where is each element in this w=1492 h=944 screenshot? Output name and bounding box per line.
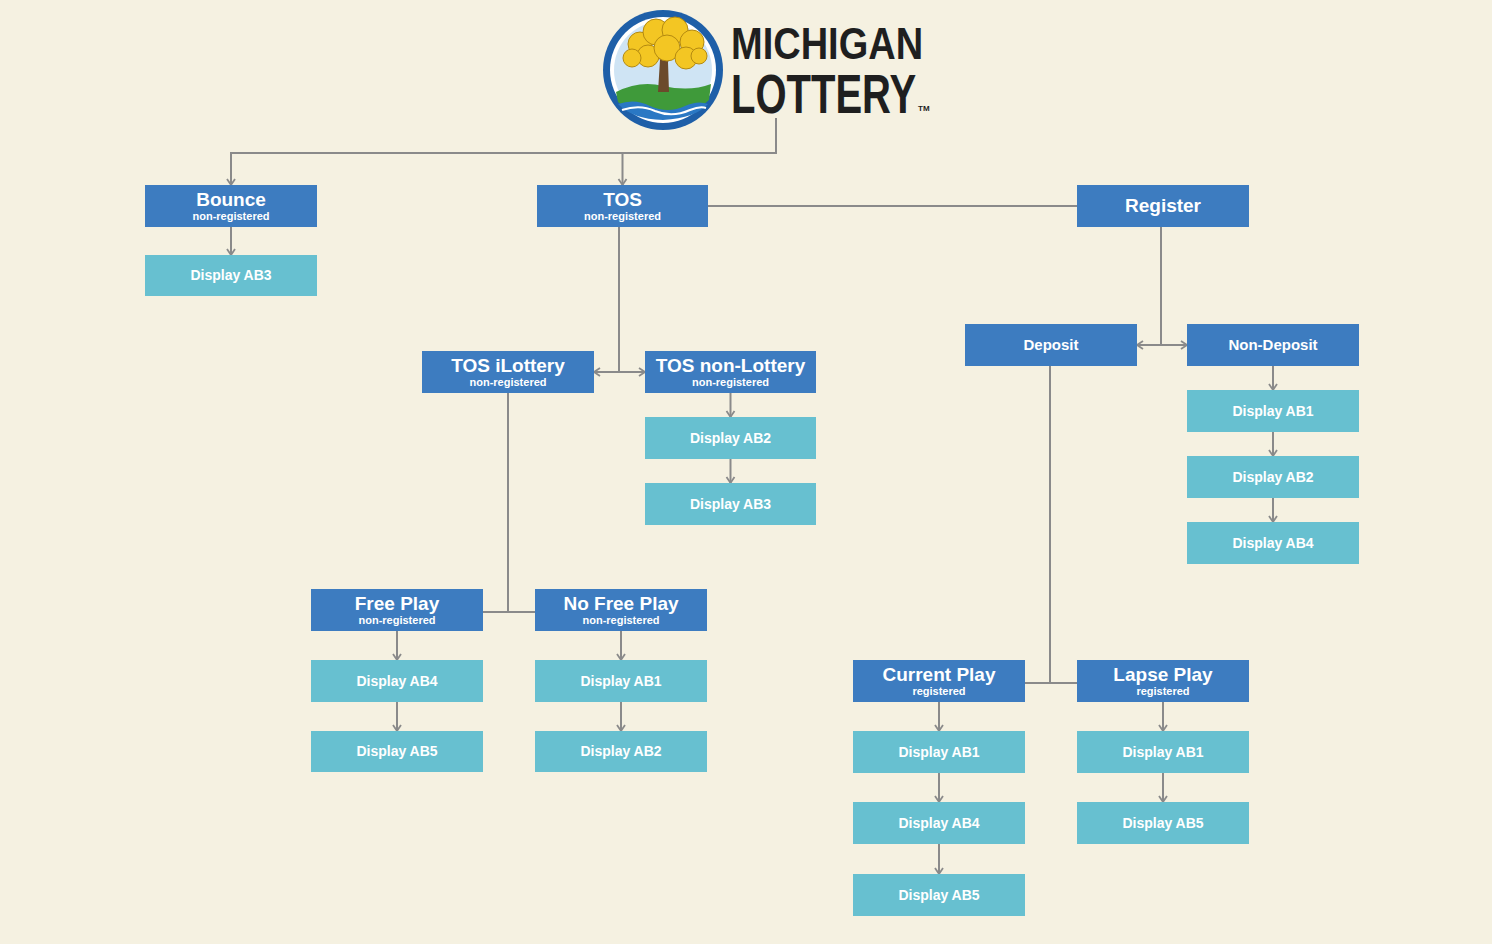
node-title: Display AB4 [898,816,979,831]
display-box: Display AB1 [1077,731,1249,773]
connector [594,227,619,372]
display-box: Display AB2 [645,417,816,459]
connector [483,393,508,612]
node-title: TOS iLottery [451,356,565,376]
process-box: Bouncenon-registered [145,185,317,227]
node-title: Non-Deposit [1228,337,1317,353]
node-title: Display AB4 [356,674,437,689]
node-title: Display AB3 [690,497,771,512]
node-title: Display AB5 [356,744,437,759]
connector [508,393,535,612]
process-box: Current Playregistered [853,660,1025,702]
node-subtitle: non-registered [584,211,661,223]
emblem-foliage [623,17,707,69]
node-title: TOS [603,190,642,210]
emblem-sky [614,21,712,119]
connector [1137,227,1161,345]
node-title: No Free Play [563,594,678,614]
emblem-inner [610,17,716,123]
process-box: Deposit [965,324,1137,366]
emblem-water [618,101,708,120]
display-box: Display AB4 [853,802,1025,844]
node-title: Lapse Play [1113,665,1212,685]
node-title: Display AB1 [898,745,979,760]
node-subtitle: non-registered [692,377,769,389]
connector [938,702,940,731]
display-box: Display AB1 [1187,390,1359,432]
connector [1161,227,1187,345]
connector [1272,432,1274,456]
node-title: MICHIGAN [731,22,923,66]
node-title: Free Play [355,594,440,614]
node-title: Display AB1 [1122,745,1203,760]
display-box: Display AB5 [853,874,1025,916]
node-subtitle: registered [912,686,965,698]
display-box: Display AB2 [1187,456,1359,498]
connector [1162,773,1164,802]
process-box: TOSnon-registered [537,185,708,227]
connector [620,631,622,660]
connector [730,459,732,483]
connector [230,227,232,255]
emblem-ring [603,10,723,130]
node-title: Display AB1 [580,674,661,689]
node-title: Register [1125,196,1201,216]
display-box: Display AB4 [1187,522,1359,564]
connector [619,227,645,372]
node-title: Display AB3 [190,268,271,283]
connector [623,118,777,185]
connector [708,205,1077,207]
node-subtitle: registered [1136,686,1189,698]
node-title: Display AB2 [690,431,771,446]
node-subtitle: non-registered [358,615,435,627]
node-title: Deposit [1023,337,1078,353]
process-box: TOS iLotterynon-registered [422,351,594,393]
connector [938,773,940,802]
process-box: Non-Deposit [1187,324,1359,366]
connector [730,393,732,417]
display-box: Display AB1 [853,731,1025,773]
node-title: Display AB5 [1122,816,1203,831]
process-box: No Free Playnon-registered [535,589,707,631]
process-box: Lapse Playregistered [1077,660,1249,702]
display-box: Display AB2 [535,731,707,772]
node-subtitle: non-registered [469,377,546,389]
emblem-wave [622,107,706,114]
process-box: TOS non-Lotterynon-registered [645,351,816,393]
connector [1025,366,1050,683]
display-box: Display AB3 [645,483,816,525]
connector [1272,498,1274,522]
connector [231,118,776,185]
node-title: Display AB2 [1232,470,1313,485]
display-box: Display AB1 [535,660,707,702]
display-box: Display AB4 [311,660,483,702]
logo-wordmark: MICHIGANLOTTERY [731,22,931,118]
connector [620,702,622,731]
node-title: Display AB5 [898,888,979,903]
process-box: Free Playnon-registered [311,589,483,631]
node-subtitle: non-registered [192,211,269,223]
node-title: Display AB1 [1232,404,1313,419]
node-title: TOS non-Lottery [656,356,806,376]
node-title: Display AB2 [580,744,661,759]
display-box: Display AB3 [145,255,317,296]
connector [1272,366,1274,390]
connector [938,844,940,874]
node-title: Current Play [883,665,996,685]
connector [1050,366,1077,683]
trademark-mark: TM [918,104,930,113]
connector [396,702,398,731]
display-box: Display AB5 [1077,802,1249,844]
connector [1162,702,1164,731]
node-title: Display AB4 [1232,536,1313,551]
node-title: Bounce [196,190,266,210]
connector [396,631,398,660]
process-box: Register [1077,185,1249,227]
display-box: Display AB5 [311,731,483,772]
node-subtitle: non-registered [582,615,659,627]
node-subtitle: LOTTERY [731,66,916,121]
